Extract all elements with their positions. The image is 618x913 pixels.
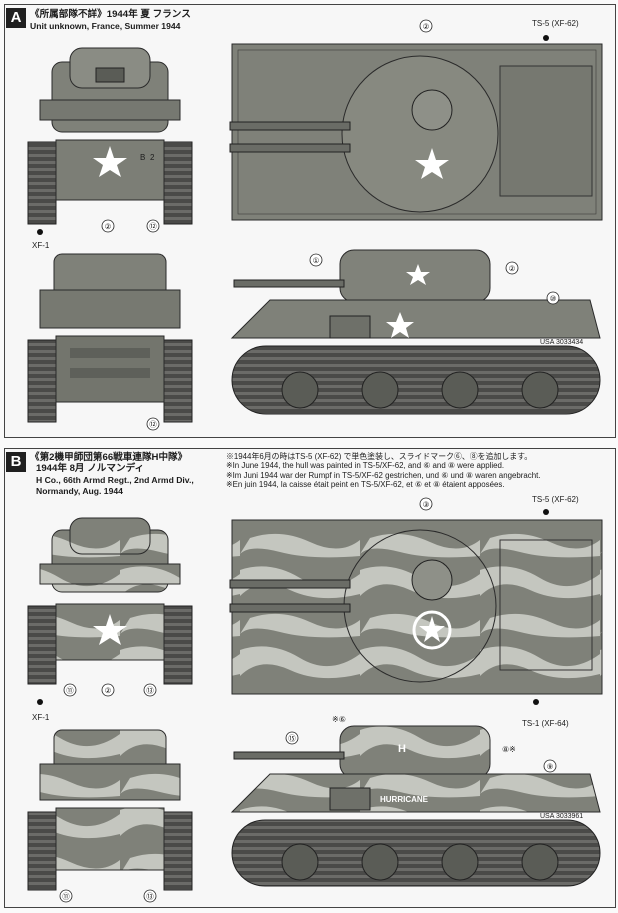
a-xf1-dot (37, 229, 43, 235)
a-front-view (27, 47, 193, 225)
a-xf1-label: XF-1 (32, 241, 50, 250)
panel-b-title-line2: 1944年 8月 ノルマンディ (36, 463, 145, 474)
a-ts5-dot (543, 35, 549, 41)
svg-text:⑬: ⑬ (146, 686, 154, 695)
a-front-callout-12: ⑫ (146, 219, 160, 233)
svg-text:①: ① (313, 256, 320, 265)
b-side-view (230, 725, 601, 887)
a-top-callout-2: ② (419, 19, 433, 33)
svg-text:⑪: ⑪ (62, 892, 70, 901)
note-fr: ※En juin 1944, la caisse était peint en … (226, 480, 505, 490)
svg-text:⑬: ⑬ (146, 892, 154, 901)
a-rear-view (27, 253, 193, 423)
b-xf1-dot (37, 699, 43, 705)
a-side-view (230, 249, 601, 415)
a-front-callout-2: ② (101, 219, 115, 233)
b-front-callout-2: ② (101, 683, 115, 697)
note-en: ※In June 1944, the hull was painted in T… (226, 461, 505, 471)
b-turret-letter: H (398, 743, 406, 755)
a-top-view (229, 43, 603, 221)
b-side-callout-8: ⑧※ (502, 745, 516, 754)
panel-b-title-line4: Normandy, Aug. 1944 (36, 486, 123, 496)
b-ts1-dot (533, 699, 539, 705)
a-side-callout-1: ① (309, 253, 323, 267)
note-de: ※Im Juni 1944 war der Rumpf in TS-5/XF-6… (226, 470, 541, 480)
panel-a-title-jp: 《所属部隊不詳》1944年 夏 フランス (30, 9, 191, 20)
b-front-callout-11: ⑪ (63, 683, 77, 697)
b-side-callout-6: ※⑥ (332, 715, 346, 724)
a-rear-callout-12: ⑫ (146, 417, 160, 431)
panel-b-title-line1: 《第2機甲師団第66戦車連隊H中隊》 (30, 452, 188, 463)
a-front-marking-2: 2 (150, 153, 155, 162)
b-front-view (27, 517, 193, 685)
b-front-callout-13: ⑬ (143, 683, 157, 697)
a-ts5-label: TS-5 (XF-62) (532, 19, 579, 28)
svg-text:③: ③ (423, 500, 430, 509)
a-side-callout-2: ② (505, 261, 519, 275)
svg-text:⑫: ⑫ (149, 420, 157, 429)
note-jp: ※1944年6月の時はTS-5 (XF-62) で単色塗装し、スライドマーク⑥、… (226, 452, 533, 461)
b-side-callout-9: ⑨ (543, 759, 557, 773)
panel-b-notes: ※1944年6月の時はTS-5 (XF-62) で単色塗装し、スライドマーク⑥、… (226, 452, 540, 490)
b-rear-callout-13: ⑬ (143, 889, 157, 903)
svg-text:②: ② (105, 686, 112, 695)
b-top-callout-3: ③ (419, 497, 433, 511)
a-hull-number: USA 3033434 (540, 339, 583, 346)
svg-text:⑨: ⑨ (547, 762, 554, 771)
panel-a-title-en: Unit unknown, France, Summer 1944 (30, 21, 181, 31)
b-tank-name: HURRICANE (380, 795, 429, 804)
svg-text:②: ② (423, 22, 430, 31)
svg-text:⑩: ⑩ (550, 294, 557, 303)
a-side-callout-10: ⑩ (546, 291, 560, 305)
b-ts5-label: TS-5 (XF-62) (532, 495, 579, 504)
panel-a-letter: A (6, 8, 26, 28)
panel-b-title-line3: H Co., 66th Armd Regt., 2nd Armd Div., (36, 475, 194, 485)
svg-text:⑪: ⑪ (66, 686, 74, 695)
b-hull-number: USA 3033961 (540, 813, 583, 820)
svg-text:⑮: ⑮ (288, 734, 296, 743)
b-ts1-label: TS-1 (XF-64) (522, 719, 569, 728)
svg-text:②: ② (509, 264, 516, 273)
b-side-callout-15: ⑮ (285, 731, 299, 745)
panel-b-letter: B (6, 452, 26, 472)
a-front-marking-b: B (140, 153, 145, 162)
b-rear-view (27, 729, 193, 891)
svg-text:⑫: ⑫ (149, 222, 157, 231)
b-ts5-dot (543, 509, 549, 515)
b-xf1-label: XF-1 (32, 713, 50, 722)
b-rear-callout-11: ⑪ (59, 889, 73, 903)
svg-text:②: ② (105, 222, 112, 231)
b-top-view (229, 519, 603, 695)
